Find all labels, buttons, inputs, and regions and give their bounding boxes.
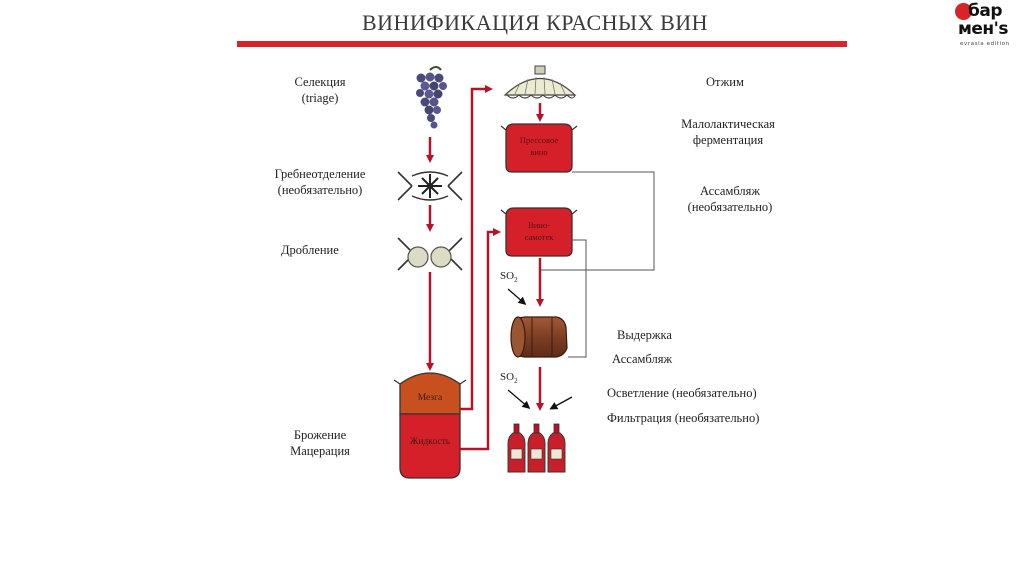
crusher-icon [397, 237, 463, 271]
label-pressing: Отжим [706, 75, 744, 89]
label-assemblage-optional: Ассамбляж (необязательно) [687, 184, 773, 214]
page-title: ВИНИФИКАЦИЯ КРАСНЫХ ВИН [361, 10, 709, 35]
wine-bottles-icon [507, 423, 566, 473]
destemmer-icon [397, 171, 463, 201]
label-selection: Селекция (triage) [294, 75, 346, 105]
svg-text:вино: вино [530, 147, 547, 157]
line-press-wine-assemblage [540, 171, 655, 271]
svg-text:самотек: самотек [525, 232, 555, 242]
so2-label-2: SO2 [500, 371, 518, 385]
label-crushing: Дробление [281, 243, 339, 257]
arrow-juice-to-freerun [460, 228, 501, 451]
grape-bunch-icon [416, 66, 447, 129]
oak-barrel-icon [510, 316, 568, 358]
label-fining: Осветление (необязательно) [607, 386, 757, 400]
fermentation-tank: Мезга Жидкость [393, 372, 467, 479]
tank-label-pomace: Мезга [418, 393, 443, 403]
title-underline [237, 41, 847, 47]
label-destemming: Гребнеотделение (необязательно) [274, 167, 366, 197]
label-fermentation: Брожение Мацерация [290, 428, 350, 458]
svg-text:Прессовое: Прессовое [520, 135, 558, 145]
svg-text:Вино-: Вино- [528, 220, 550, 230]
so2-label-1: SO2 [500, 270, 518, 284]
free-run-wine-tank: Вино- самотек [500, 207, 578, 257]
tank-label-juice: Жидкость [410, 437, 451, 447]
arrow-pomace-to-press [460, 85, 493, 411]
label-malolactic: Малолактическая ферментация [681, 117, 775, 147]
label-assemblage: Ассамбляж [612, 352, 673, 366]
so2-arrow-2 [507, 389, 531, 409]
press-icon [503, 65, 577, 99]
barmens-logo: бар мен's evrasia edition [952, 0, 1024, 50]
label-filtration: Фильтрация (необязательно) [607, 411, 760, 425]
logo-dot-icon [955, 3, 972, 20]
fining-arrow [549, 396, 573, 410]
line-freerun-to-aging [568, 239, 587, 358]
label-aging: Выдержка [617, 328, 672, 342]
press-wine-tank: Прессовое вино [500, 123, 578, 173]
so2-arrow-1 [507, 288, 527, 305]
